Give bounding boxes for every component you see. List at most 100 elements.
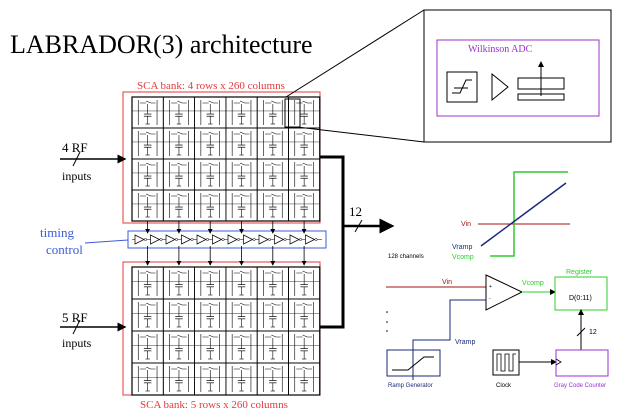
sca-cell — [194, 298, 227, 332]
vcomp-wave — [490, 171, 568, 257]
zoom-line-2 — [296, 126, 425, 143]
output-bus — [320, 155, 345, 329]
sca-cell — [288, 298, 321, 332]
sca-bank-bottom-frame — [122, 261, 321, 396]
delay-element — [274, 234, 287, 245]
vin-label: Vin — [461, 221, 471, 228]
bus-slash — [354, 219, 363, 233]
sca-cell — [162, 362, 196, 396]
register-label: Register — [566, 269, 593, 276]
delay-element — [243, 234, 256, 245]
sca-cell — [194, 96, 227, 129]
wilkinson-box — [436, 39, 600, 117]
sca-cell — [131, 189, 164, 222]
sca-cell — [256, 158, 289, 191]
delay-element — [134, 234, 147, 245]
delay-chain — [132, 234, 322, 245]
zoom-box — [423, 9, 612, 143]
rf-bottom-label: 5 RF — [62, 310, 88, 325]
sca-cell — [131, 158, 164, 191]
vcomp-output-label: Vcomp — [522, 280, 544, 287]
register-box — [554, 276, 608, 311]
vcomp-label: Vcomp — [452, 254, 474, 261]
sca-cell — [194, 266, 227, 300]
vramp-feedback-label: Vramp — [455, 339, 475, 346]
vin-input-label: Vin — [442, 279, 452, 286]
sca-cell — [131, 298, 164, 332]
sca-cell — [225, 298, 258, 332]
sca-cell — [131, 362, 164, 396]
rf-top-slash — [72, 151, 81, 167]
sca-cell — [225, 362, 258, 396]
channels-label: 128 channels — [388, 254, 424, 260]
sca-cell — [225, 266, 258, 300]
sca-cell — [256, 330, 289, 364]
delay-element — [181, 234, 194, 245]
gray-counter-label: Gray Code Counter — [554, 383, 606, 389]
sca-cell — [288, 96, 321, 129]
timing-label-2: control — [46, 242, 83, 257]
gray-counter-clock-mark — [555, 358, 562, 366]
clock-label: Clock — [496, 383, 512, 389]
comparator — [485, 274, 524, 311]
sca-cell — [162, 266, 196, 300]
rf-bottom-slash — [72, 319, 81, 335]
delay-element — [165, 234, 178, 245]
timing-strip — [127, 230, 327, 249]
sca-cell — [256, 189, 289, 222]
sca-cell — [131, 127, 164, 160]
sca-bank-top-frame — [122, 91, 321, 224]
sca-cell-grid-top — [131, 96, 321, 222]
ramp-generator-label: Ramp Generator — [388, 383, 433, 389]
comparator-minus: - — [489, 296, 491, 302]
sca-cell — [194, 189, 227, 222]
sca-cell — [131, 330, 164, 364]
sca-bank-bottom-label: SCA bank: 5 rows x 260 columns — [140, 399, 288, 411]
delay-element — [227, 234, 240, 245]
rf-top-sub: inputs — [62, 169, 92, 183]
sca-cell — [131, 96, 164, 129]
sca-cell — [256, 362, 289, 396]
sca-cell — [162, 330, 196, 364]
sca-cell — [288, 158, 321, 191]
sca-cell — [288, 330, 321, 364]
sca-cell-grid-bottom — [131, 266, 321, 396]
sca-cell — [288, 189, 321, 222]
sca-bank-top-label: SCA bank: 4 rows x 260 columns — [137, 80, 285, 92]
sca-cell — [256, 96, 289, 129]
delay-element — [289, 234, 302, 245]
sca-cell — [288, 127, 321, 160]
delay-element — [212, 234, 225, 245]
delay-element — [196, 234, 209, 245]
sca-cell — [225, 330, 258, 364]
sca-cell — [256, 127, 289, 160]
zoom-line-1 — [285, 9, 425, 98]
delay-element — [150, 234, 163, 245]
sca-cell — [225, 127, 258, 160]
vramp-feedback — [412, 299, 486, 380]
sca-cell — [194, 158, 227, 191]
sca-cell — [162, 127, 196, 160]
sca-cell — [288, 266, 321, 300]
sca-cell — [225, 96, 258, 129]
comparator-plus: + — [489, 284, 492, 290]
sca-cell — [256, 266, 289, 300]
bus-width-label: 12 — [349, 204, 362, 219]
rf-bottom-sub: inputs — [62, 336, 92, 350]
sca-cell — [225, 189, 258, 222]
sca-cell — [194, 127, 227, 160]
sca-cell — [131, 266, 164, 300]
column-links — [145, 221, 307, 266]
sca-cell — [194, 330, 227, 364]
gray-width-label: 12 — [589, 329, 597, 336]
gray-counter-box — [555, 349, 609, 377]
sca-cell — [256, 298, 289, 332]
ramp-generator-icon — [392, 356, 434, 371]
sca-cell — [162, 96, 196, 129]
clock-icon — [496, 353, 516, 372]
sca-cell — [162, 189, 196, 222]
vramp-label: Vramp — [452, 244, 472, 251]
delay-element — [258, 234, 271, 245]
rf-top-label: 4 RF — [62, 140, 88, 155]
register-bits: D(0:11) — [569, 295, 592, 302]
